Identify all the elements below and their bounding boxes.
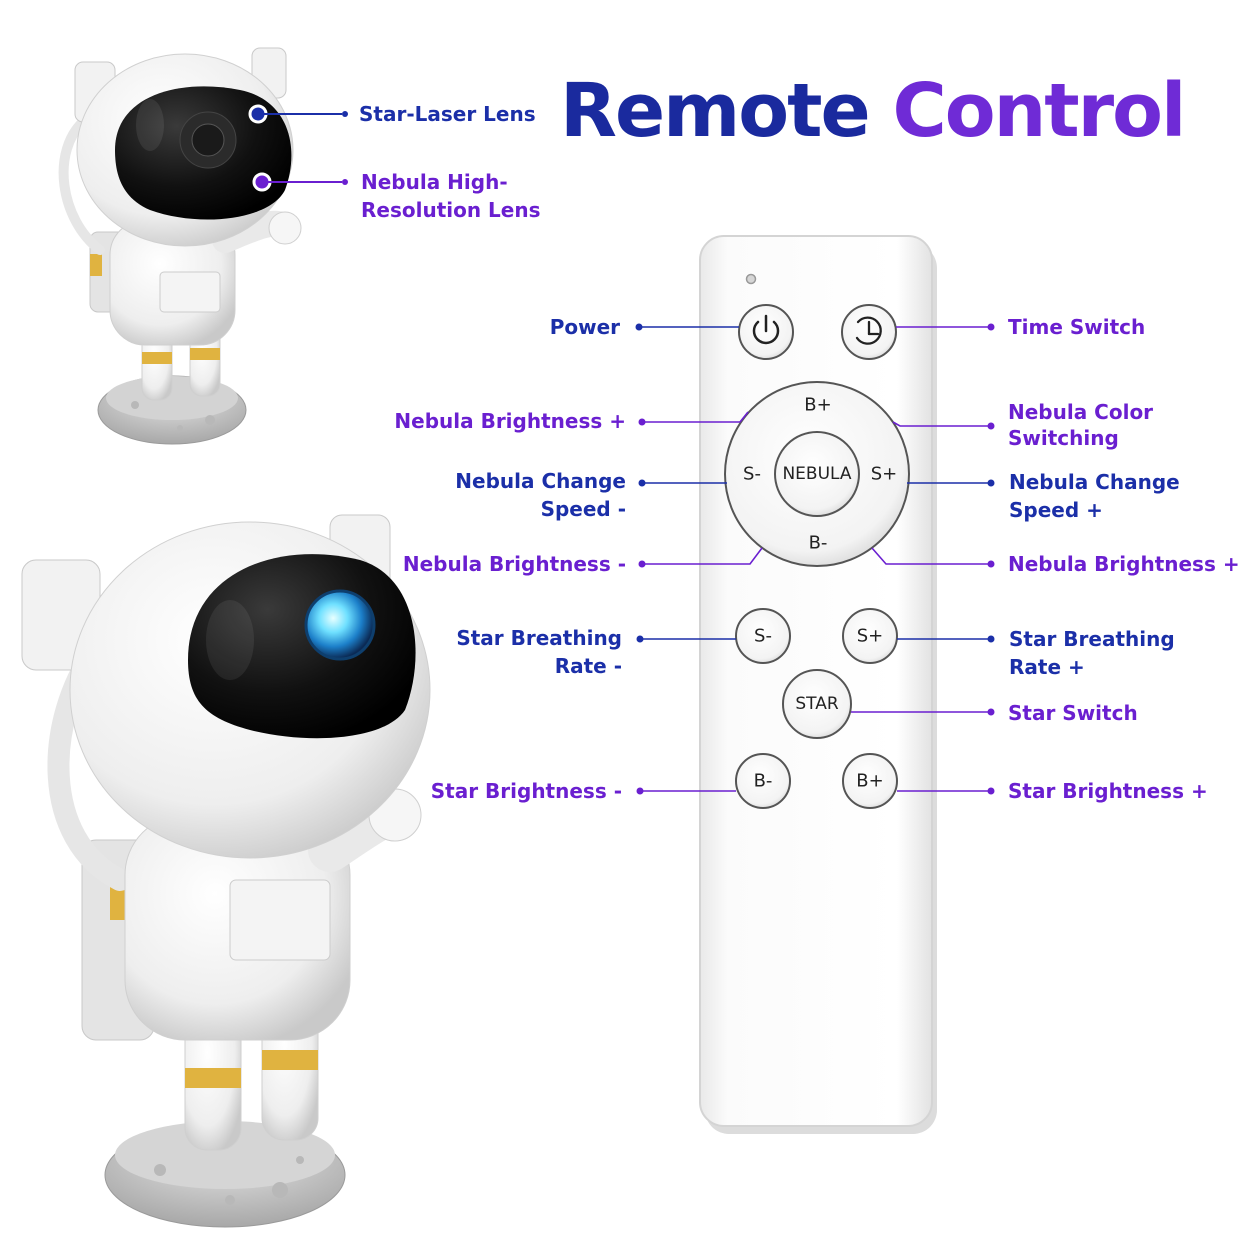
small-lens-inner [191,123,225,157]
large-chest-panel [229,879,331,961]
label-nebula-speed-minus-line2: Speed - [540,497,626,521]
label-nebula-brightness-minus: Nebula Brightness - [402,552,626,576]
small-hand [268,211,302,245]
label-nebula-speed-plus: Nebula Change Speed + [1009,468,1180,524]
remote-leader-lines [635,323,995,795]
nebula-s-minus-button[interactable]: S- [743,464,761,485]
nebula-button[interactable]: NEBULA [782,464,851,484]
label-star-breath-plus-line1: Star Breathing [1009,627,1175,651]
small-crater [205,415,215,425]
label-star-breath-minus: Star Breathing Rate - [456,624,622,680]
page-title: Remote Control [560,74,1186,148]
large-crater [154,1164,166,1176]
remote-button-labels: B+ B- S- S+ NEBULA S- S+ STAR B- B+ [743,395,897,792]
label-nebula-speed-minus: Nebula Change Speed - [455,467,626,523]
large-lens-ring [304,589,376,661]
remote-control-illustration [699,235,937,1134]
large-lens-glow [306,591,374,659]
label-time-switch: Time Switch [1008,315,1146,339]
star-b-minus-shape [735,753,791,809]
small-hose [58,115,105,255]
title-word-remote: Remote [560,68,871,154]
timer-icon [855,316,882,345]
small-leg-band [190,348,220,360]
large-leg-band [262,1050,318,1070]
star-s-minus-button[interactable]: S- [754,626,772,647]
small-crater [131,401,139,409]
label-power: Power [549,315,620,339]
large-crater [225,1195,235,1205]
label-star-switch: Star Switch [1008,701,1138,725]
small-chest-panel [159,271,221,313]
large-crater [272,1182,288,1198]
power-icon [752,314,780,345]
title-word-control: Control [892,68,1186,154]
nebula-s-plus-button[interactable]: S+ [871,464,898,485]
large-crater [296,1156,304,1164]
small-shoulder-band [90,254,102,276]
label-nebula-color-line1: Nebula Color [1008,400,1154,424]
label-star-breath-minus-line2: Rate - [554,654,622,678]
remote-ir-led [745,273,757,285]
label-nebula-speed-plus-line2: Speed + [1009,498,1103,522]
nebula-b-plus-button[interactable]: B+ [804,395,831,416]
label-nebula-color: Nebula Color Switching [1008,399,1153,451]
label-nebula-color-line2: Switching [1008,426,1119,450]
label-nebula-lens: Nebula High- Resolution Lens [361,168,541,224]
star-button[interactable]: STAR [795,694,838,714]
small-leg-band [142,352,172,364]
small-astronaut-illustration [58,47,302,445]
label-star-laser-lens: Star-Laser Lens [359,102,536,126]
large-leg-band [185,1068,241,1088]
star-s-plus-shape [842,608,898,664]
star-center-shape [782,669,852,739]
nebula-center-shape [774,431,860,517]
star-s-plus-button[interactable]: S+ [857,626,884,647]
label-nebula-speed-plus-line1: Nebula Change [1009,470,1180,494]
nebula-b-minus-button[interactable]: B- [809,533,828,554]
label-nebula-brightness-plus-left: Nebula Brightness + [394,409,626,433]
lens-leader-lines [248,104,348,192]
label-star-breath-minus-line1: Star Breathing [456,626,622,650]
label-star-brightness-minus: Star Brightness - [430,779,622,803]
star-b-minus-button[interactable]: B- [754,771,773,792]
label-star-brightness-plus: Star Brightness + [1008,779,1208,803]
large-visor-highlight [206,600,254,680]
star-b-plus-shape [842,753,898,809]
label-nebula-lens-line2: Resolution Lens [361,198,541,222]
small-visor-highlight [136,99,164,151]
label-nebula-lens-line1: Nebula High- [361,170,508,194]
star-b-plus-button[interactable]: B+ [856,771,883,792]
star-s-minus-shape [735,608,791,664]
label-star-breath-plus: Star Breathing Rate + [1009,625,1175,681]
small-crater [177,425,183,431]
label-star-breath-plus-line2: Rate + [1009,655,1085,679]
large-astronaut-illustration [21,514,431,1228]
label-nebula-speed-minus-line1: Nebula Change [455,469,626,493]
label-nebula-brightness-plus-right: Nebula Brightness + [1008,552,1240,576]
